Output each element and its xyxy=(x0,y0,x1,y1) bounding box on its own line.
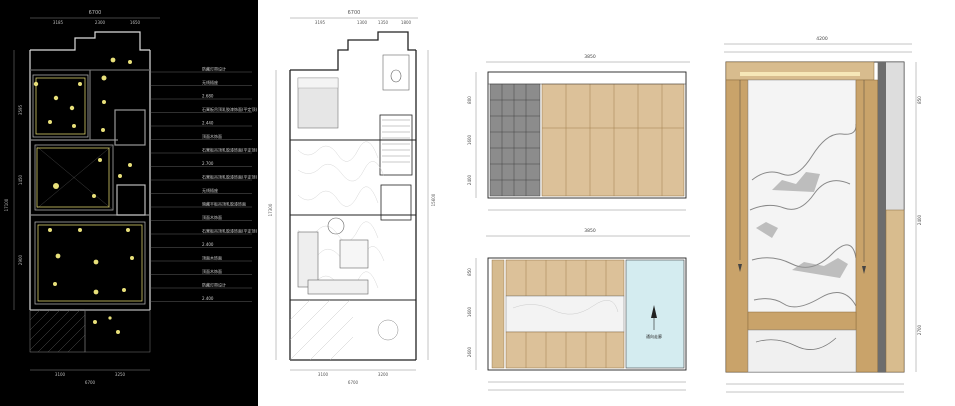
ceiling-note: 2.700 xyxy=(202,161,214,166)
elev-b-arrow-icon xyxy=(651,305,657,318)
floor-left-total: 17300 xyxy=(268,203,273,216)
floor-top-dim-2: 1300 xyxy=(357,20,368,25)
ceiling-side-dim-3: 2900 xyxy=(18,254,23,265)
elev-c-side-dim-3: 2700 xyxy=(917,324,922,335)
ceiling-walls xyxy=(29,31,151,311)
ceiling-plan-panel: 6700 3185 2300 1650 xyxy=(0,0,258,406)
elev-b-marble-backsplash xyxy=(505,295,625,333)
ceiling-bottom-dim-2: 3250 xyxy=(115,372,126,377)
elev-b-joints xyxy=(525,260,607,368)
floor-walls xyxy=(289,31,417,361)
elev-a-wood-joints xyxy=(542,84,684,196)
ceiling-note-leaders xyxy=(150,71,252,302)
elev-b-side-dim-2: 1600 xyxy=(467,306,472,317)
ceiling-side-dim-2: 1450 xyxy=(18,174,23,185)
elev-c-pendant-left-icon xyxy=(738,264,742,272)
floor-marble-pattern xyxy=(297,141,385,292)
ceiling-note: 顶面木饰面 xyxy=(202,268,222,274)
elev-a-side-dim-2: 1600 xyxy=(467,134,472,145)
ceiling-note: 顶面木饰面 xyxy=(202,255,222,261)
elev-b-glass-door xyxy=(625,259,685,369)
elev-a-frame xyxy=(487,71,687,199)
ceiling-top-dim-1: 3185 xyxy=(53,20,64,25)
elev-c-bench xyxy=(747,311,857,331)
elev-c-side-dim-1: 850 xyxy=(917,96,922,104)
elev-b-frame xyxy=(487,257,687,371)
ceiling-note: 石膏板吊顶乳胶漆饰面(平定顶) xyxy=(202,147,258,153)
ceiling-led-strips xyxy=(35,77,143,302)
elev-a-side-dim-3: 2400 xyxy=(467,174,472,185)
ceiling-note: 无线插座 xyxy=(202,79,218,85)
ceiling-downlights xyxy=(33,57,134,334)
floor-top-total: 6700 xyxy=(348,10,361,16)
ceiling-note: 顶面木饰面 xyxy=(202,133,222,139)
floor-right-total: 15600 xyxy=(431,193,436,206)
tv-console xyxy=(307,279,369,295)
ceiling-top-total: 6700 xyxy=(89,10,102,16)
elev-c-marble-slab xyxy=(747,79,857,321)
elev-c-pendant-right-icon xyxy=(862,266,866,274)
ceiling-bottom-total: 6700 xyxy=(85,380,96,385)
elev-a-dark-grid xyxy=(490,84,540,196)
elev-a-side-dim-1: 800 xyxy=(467,96,472,104)
elev-c-frame xyxy=(725,61,905,373)
floor-bottom-dim-1: 3100 xyxy=(318,372,329,377)
ceiling-note: 无线插座 xyxy=(202,187,218,193)
ceiling-plan-background xyxy=(0,0,258,406)
elev-a-wood-panels xyxy=(541,83,685,197)
bed xyxy=(297,77,339,129)
elev-c-side-dim-2: 2400 xyxy=(917,214,922,225)
floor-top-dim-4: 1800 xyxy=(401,20,412,25)
ceiling-left-total: 17100 xyxy=(4,198,9,211)
ceiling-bottom-dim-1: 3100 xyxy=(55,372,66,377)
elev-c-top-dim: 4200 xyxy=(816,36,828,42)
elev-a-top-dim: 3850 xyxy=(584,54,596,60)
floor-bottom-dim-2: 3200 xyxy=(378,372,389,377)
elev-b-top-dim: 3850 xyxy=(584,228,596,234)
elev-c-right-wood-column xyxy=(855,79,879,373)
bathroom xyxy=(382,54,410,91)
elev-b-upper-cabinet xyxy=(505,259,625,297)
stairs xyxy=(382,119,410,163)
floor-top-dim-1: 3195 xyxy=(315,20,326,25)
ceiling-note: 防藏灯带设计 xyxy=(202,282,226,288)
ceiling-note: 2.400 xyxy=(202,296,214,301)
sofa xyxy=(297,231,319,288)
floor-bottom-total: 6700 xyxy=(348,380,359,385)
elev-c-left-wood-column xyxy=(725,79,749,373)
ceiling-top-dim-3: 1650 xyxy=(130,20,141,25)
ceiling-note: 石膏板吊顶乳胶漆饰面(平定顶) xyxy=(202,228,258,234)
elev-a-dark-cabinet xyxy=(489,83,541,197)
ceiling-note: 石膏板吊顶乳胶漆饰面(平定顶) xyxy=(202,106,258,112)
elev-c-ceiling-band xyxy=(725,61,875,81)
ceiling-note: 暗藏平板吊顶乳胶漆饰面 xyxy=(202,201,246,207)
ceiling-side-dim-1: 3595 xyxy=(18,104,23,115)
ceiling-note: 2.400 xyxy=(202,242,214,247)
ceiling-note: 2.680 xyxy=(202,94,214,99)
elev-b-arrow-label: 通向走廊 xyxy=(646,333,662,339)
ceiling-note: 防藏灯带设计 xyxy=(202,66,226,72)
floor-top-dim-3: 1350 xyxy=(378,20,389,25)
ceiling-note: 石膏板吊顶乳胶漆饰面(平定顶) xyxy=(202,174,258,180)
coffee-table xyxy=(339,239,369,269)
floor-balcony-hatch xyxy=(289,299,354,361)
ceiling-balcony-hatch xyxy=(29,309,151,353)
elev-c-marble-veining xyxy=(749,123,857,308)
ceiling-note: 2.440 xyxy=(202,121,214,126)
armchair xyxy=(327,217,345,235)
elev-b-side-dim-3: 2600 xyxy=(467,346,472,357)
elev-b-lower-cabinet xyxy=(505,331,625,369)
elev-b-side-dim-1: 850 xyxy=(467,268,472,276)
ceiling-note: 顶面木饰面 xyxy=(202,214,222,220)
ceiling-top-dim-2: 2300 xyxy=(95,20,106,25)
